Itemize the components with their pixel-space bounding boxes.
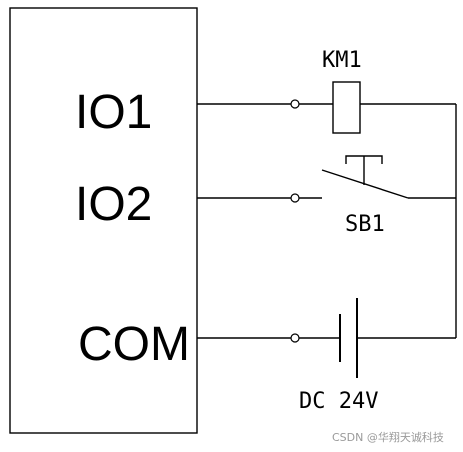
controller-box (9, 7, 198, 434)
push-button-label: SB1 (345, 212, 385, 237)
power-supply-label: DC 24V (299, 389, 378, 414)
push-button-cap (345, 155, 383, 164)
com-circuit (197, 298, 456, 378)
terminal-io2-label: IO2 (75, 178, 152, 231)
relay-coil-label: KM1 (322, 48, 362, 73)
terminal-io1-label: IO1 (75, 86, 152, 139)
io1-circuit (197, 81, 456, 134)
push-button-contact (321, 169, 409, 199)
terminal-com-label: COM (78, 318, 190, 371)
io2-circuit (197, 155, 456, 203)
io2-terminal-point (290, 193, 300, 203)
io1-terminal-point (290, 99, 300, 109)
com-terminal-point (290, 333, 300, 343)
watermark-text: CSDN @华翔天诚科技 (332, 430, 444, 444)
relay-coil-km1 (332, 81, 361, 134)
